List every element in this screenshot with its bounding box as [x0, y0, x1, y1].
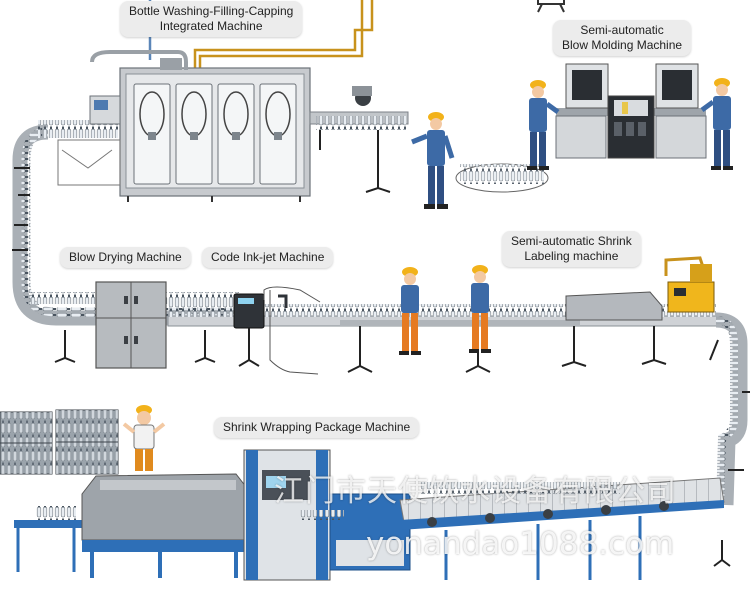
package-stack [0, 409, 119, 475]
label-code-inkjet: Code Ink-jet Machine [202, 247, 334, 268]
label-line-2: Labeling machine [524, 249, 619, 263]
shrink-wrapping-machine [14, 449, 411, 581]
bottle-pile [455, 163, 549, 193]
label-blow-molding: Semi-automatic Blow Molding Machine [553, 20, 692, 56]
label-line-1: Semi-automatic Shrink [511, 234, 632, 248]
washing-filling-capping-machine [38, 50, 311, 202]
watermark-url: yonandao1088.com [366, 526, 675, 562]
output-conveyor [309, 86, 409, 193]
label-text: Code Ink-jet Machine [211, 250, 325, 264]
label-text: Blow Drying Machine [69, 250, 182, 264]
watermark-chinese: 江门市天使饮水设备有限公司 [274, 474, 677, 509]
worker-icon [411, 112, 455, 209]
conveyor-stands-left [12, 167, 216, 363]
worker-icon [469, 265, 491, 353]
label-blow-drying: Blow Drying Machine [60, 247, 191, 268]
code-inkjet-machine [233, 286, 321, 375]
stand-icon [537, 0, 565, 13]
label-line-1: Semi-automatic [580, 23, 664, 37]
worker-icon [399, 267, 421, 355]
label-line-2: Blow Molding Machine [562, 38, 683, 52]
left-conveyor [12, 124, 240, 326]
label-shrink-wrapping: Shrink Wrapping Package Machine [214, 417, 420, 438]
infeed-conveyor [399, 477, 725, 580]
right-conveyor [715, 312, 748, 506]
shrink-labeling-machine [565, 256, 715, 321]
worker-icon [527, 80, 560, 170]
worker-icon [700, 78, 733, 170]
label-line-2: Integrated Machine [159, 19, 263, 33]
worker-icon [122, 405, 166, 471]
label-text: Shrink Wrapping Package Machine [223, 420, 411, 434]
conveyor-stands-right [709, 339, 750, 567]
blow-molding-machine [555, 63, 707, 159]
gold-pipes [193, 0, 374, 70]
label-shrink-labeling: Semi-automatic Shrink Labeling machine [502, 231, 641, 267]
label-line-1: Bottle Washing-Filling-Capping [129, 4, 294, 18]
label-washing-filling-capping: Bottle Washing-Filling-Capping Integrate… [120, 1, 303, 37]
conveyor-stands-middle [347, 326, 667, 373]
blow-drying-machine [95, 281, 167, 369]
